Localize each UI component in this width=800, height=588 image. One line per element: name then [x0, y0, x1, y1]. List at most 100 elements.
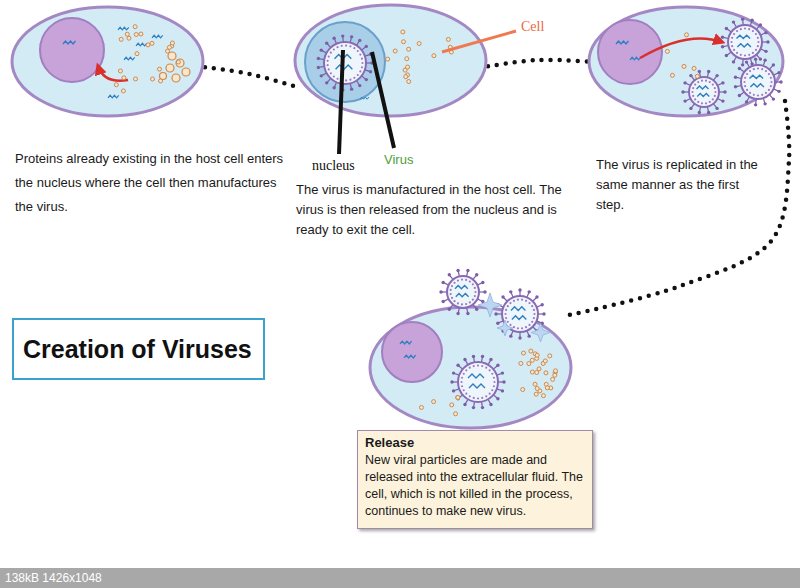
- virus: [341, 79, 343, 81]
- virus: [736, 30, 738, 32]
- budding-cluster: [176, 59, 184, 67]
- virus: [727, 29, 731, 32]
- virus: [721, 81, 724, 84]
- protein-dot: [135, 52, 139, 56]
- virus: [345, 79, 347, 81]
- part-name: nucleus: [312, 158, 355, 174]
- virus: [731, 45, 733, 47]
- virus: [744, 77, 746, 79]
- virus: [456, 269, 459, 272]
- virus: [759, 23, 762, 26]
- virus: [763, 98, 765, 103]
- virus: [494, 288, 545, 339]
- protein-dot: [122, 76, 126, 80]
- virus: [319, 66, 324, 68]
- virus: [328, 55, 330, 57]
- virus: [317, 34, 374, 91]
- virus: [757, 37, 759, 39]
- virus: [742, 59, 744, 64]
- virus: [477, 397, 479, 399]
- virus: [734, 85, 737, 88]
- virus: [740, 92, 744, 95]
- virus: [481, 402, 483, 407]
- protein-dot: [450, 403, 454, 407]
- virus: [513, 300, 515, 302]
- protein-dot: [538, 389, 542, 393]
- nucleus: [598, 20, 662, 84]
- virus: [466, 312, 469, 315]
- virus: [513, 326, 515, 328]
- virus: [537, 321, 542, 323]
- virus: [741, 17, 744, 20]
- virus: [451, 297, 453, 299]
- virus: [330, 72, 332, 74]
- virus: [689, 107, 692, 110]
- virus: [349, 79, 351, 81]
- virus: [761, 33, 766, 35]
- virus: [502, 296, 538, 332]
- red-arrow: [98, 66, 128, 81]
- virus: [450, 293, 452, 295]
- virus: [488, 360, 491, 364]
- virus: [493, 381, 495, 383]
- virus: [757, 41, 759, 43]
- virus: [697, 86, 710, 97]
- protein-dot: [405, 73, 409, 77]
- virus: [757, 45, 759, 47]
- virus: [744, 27, 746, 29]
- virus: [714, 91, 716, 93]
- virus: [689, 77, 719, 107]
- virus: [741, 65, 775, 99]
- virus: [709, 101, 711, 103]
- nucleus: [382, 322, 442, 382]
- virus: [336, 46, 338, 48]
- virus: [692, 76, 695, 80]
- cell-membrane: [295, 5, 486, 116]
- virus: [474, 291, 476, 293]
- nucleus: [400, 341, 412, 344]
- cell-node: The virus is manufactured in the host ce…: [293, 3, 488, 118]
- virus: [463, 373, 465, 375]
- virus: [497, 313, 502, 314]
- virus: [501, 371, 504, 374]
- virus: [772, 97, 775, 100]
- virus: [330, 52, 332, 54]
- virus: [715, 74, 718, 77]
- virus: [501, 329, 504, 332]
- virus: [474, 287, 476, 289]
- squiggle: [108, 95, 119, 98]
- virus: [450, 305, 453, 309]
- virus: [697, 81, 699, 83]
- title-box: Creation of Viruses: [12, 318, 265, 380]
- virus: [501, 295, 504, 298]
- protein-dot: [146, 43, 150, 47]
- budding-cluster: [168, 52, 176, 60]
- virus: [447, 276, 479, 308]
- nucleus: [598, 20, 662, 84]
- protein-dot: [529, 349, 533, 353]
- virus: [721, 17, 770, 66]
- protein-dot: [535, 353, 539, 357]
- release-flash: [478, 293, 502, 317]
- virus: [521, 299, 523, 301]
- dotted-connector: [569, 101, 789, 315]
- leader-line: [442, 31, 516, 52]
- virus: [692, 87, 694, 89]
- virus: [362, 76, 366, 79]
- virus: [705, 80, 707, 82]
- virus: [747, 63, 750, 67]
- release-flash: [531, 323, 550, 342]
- virus: [521, 327, 523, 329]
- red-arrow: [640, 38, 722, 58]
- virus: [322, 73, 326, 75]
- virus: [734, 23, 737, 27]
- virus: [684, 91, 689, 92]
- virus: [357, 74, 359, 76]
- virus: [721, 99, 724, 102]
- protein-dot: [139, 32, 143, 36]
- virus: [469, 280, 471, 282]
- virus: [463, 403, 466, 406]
- virus: [317, 57, 320, 60]
- virus: [361, 58, 363, 60]
- virus: [700, 107, 701, 112]
